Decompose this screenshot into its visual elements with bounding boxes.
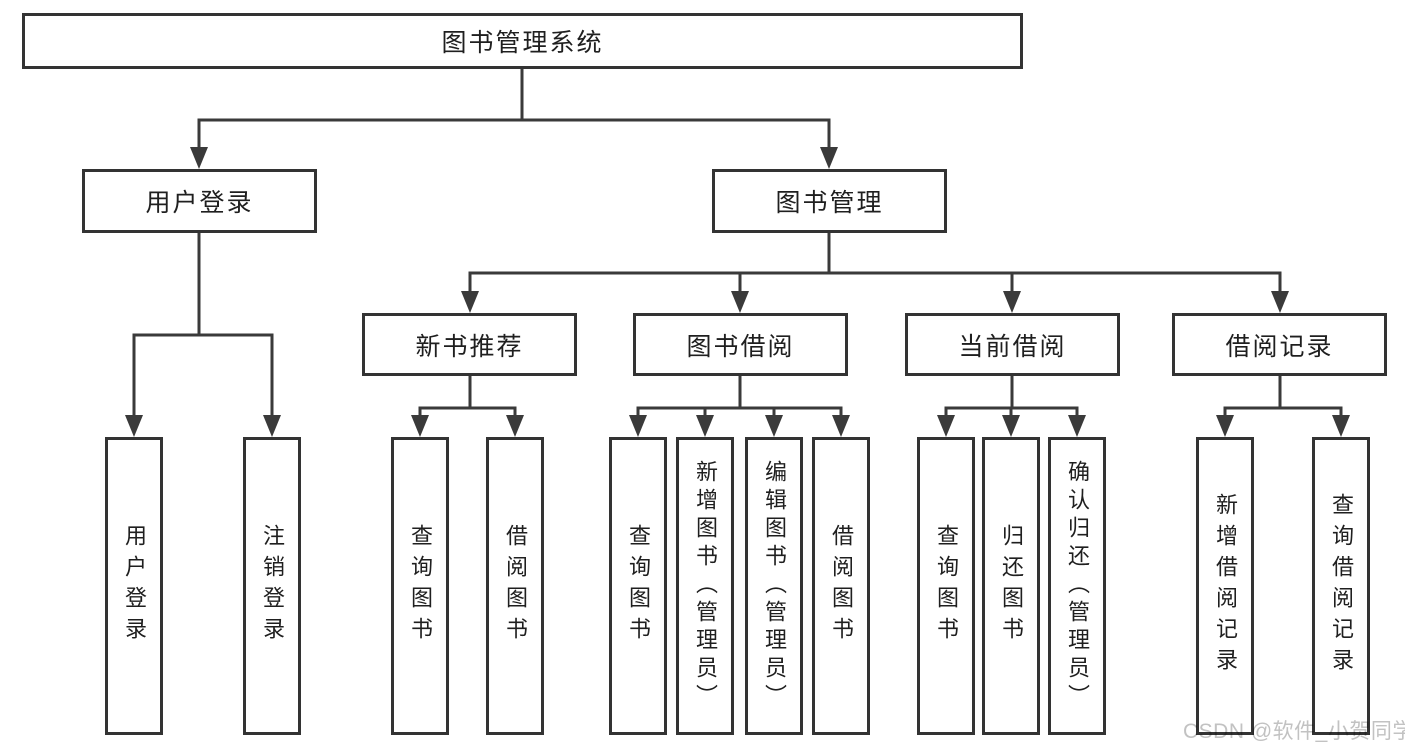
node-user-login: 用户登录 — [82, 169, 317, 233]
leaf-recommend-query-books: 查询图书 — [391, 437, 449, 735]
leaf-records-query-borrow-record: 查询借阅记录 — [1312, 437, 1370, 735]
leaf-logout-login: 注销登录 — [243, 437, 301, 735]
leaf-user-login: 用户登录 — [105, 437, 163, 735]
leaf-current-query-books: 查询图书 — [917, 437, 975, 735]
node-borrowing-records: 借阅记录 — [1172, 313, 1387, 376]
node-current-borrowing: 当前借阅 — [905, 313, 1120, 376]
watermark: CSDN @软件_小贺同学 — [1183, 720, 1405, 743]
node-library-management-system: 图书管理系统 — [22, 13, 1023, 69]
leaf-borrowing-query-books: 查询图书 — [609, 437, 667, 735]
leaf-recommend-borrow-books: 借阅图书 — [486, 437, 544, 735]
leaf-current-return-books: 归还图书 — [982, 437, 1040, 735]
node-book-borrowing: 图书借阅 — [633, 313, 848, 376]
node-new-book-recommend: 新书推荐 — [362, 313, 577, 376]
node-book-management: 图书管理 — [712, 169, 947, 233]
leaf-borrowing-borrow-books: 借阅图书 — [812, 437, 870, 735]
leaf-current-confirm-return-admin: 确认归还（管理员） — [1048, 437, 1106, 735]
leaf-borrowing-add-books-admin: 新增图书（管理员） — [676, 437, 734, 735]
leaf-borrowing-edit-books-admin: 编辑图书（管理员） — [745, 437, 803, 735]
leaf-records-add-borrow-record: 新增借阅记录 — [1196, 437, 1254, 735]
